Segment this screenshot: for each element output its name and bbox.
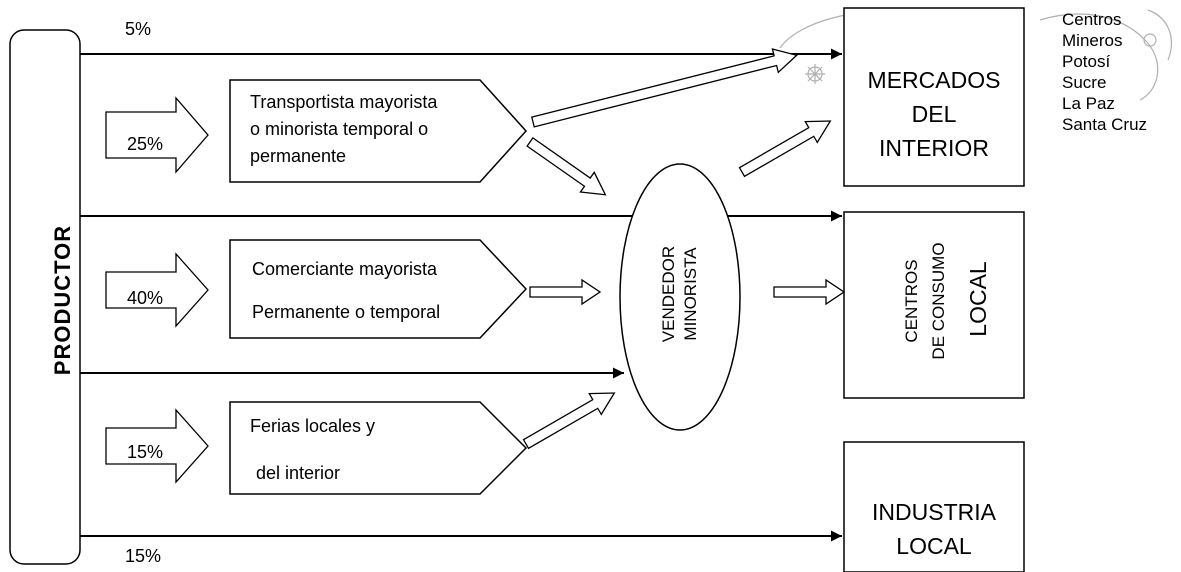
share-commerce-label: 40%: [127, 288, 164, 308]
interior-markets-line-1: MERCADOS: [867, 67, 1001, 93]
local-industry-line-2: LOCAL: [896, 533, 972, 559]
city-list-item: Santa Cruz: [1062, 115, 1148, 134]
fairs-line-2: del interior: [256, 463, 341, 483]
share-arrow-transport: [105, 96, 209, 174]
local-consumption-box: [843, 211, 1025, 399]
local-consumption-line-2: DE CONSUMO: [929, 242, 948, 360]
share-arrow-commerce: [105, 252, 209, 328]
producer-box: [9, 29, 81, 565]
interior-markets-box: [843, 7, 1025, 187]
city-list-item: Mineros: [1062, 31, 1123, 50]
share-arrow-fairs: [105, 408, 209, 484]
commerce-box: [229, 239, 528, 339]
commerce-line-1: Comerciante mayorista: [252, 259, 438, 279]
flow-arrow-commerce-to-retailer: [529, 278, 602, 306]
producer-label: PRODUCTOR: [50, 224, 75, 376]
transport-box: [229, 79, 528, 183]
local-industry-line-1: INDUSTRIA: [872, 499, 996, 525]
retailer-label-line-1: VENDEDOR: [659, 245, 678, 343]
share-top-label: 5%: [125, 19, 152, 39]
city-list-item: Sucre: [1062, 73, 1107, 92]
retailer-label-line-2: MINORISTA: [681, 247, 700, 341]
share-transport-label: 25%: [127, 134, 164, 154]
local-consumption-line-1: CENTROS: [902, 259, 921, 343]
fairs-line-1: Ferias locales y: [250, 416, 376, 436]
local-consumption-line-3: LOCAL: [965, 261, 991, 337]
transport-line-3: permanente: [250, 146, 347, 166]
flow-arrow-retailer-to-local: [773, 278, 846, 306]
interior-markets-line-3: INTERIOR: [879, 135, 989, 161]
city-list-item: La Paz: [1062, 94, 1115, 113]
share-bottom-label: 15%: [125, 546, 162, 566]
commerce-line-2: Permanente o temporal: [252, 302, 441, 322]
share-fairs-label: 15%: [127, 442, 164, 462]
flow-arrow-transport-to-retailer: [526, 136, 607, 196]
flow-arrow-transport-to-interior: [530, 48, 799, 128]
fairs-box: [229, 401, 528, 495]
transport-line-2: o minorista temporal o: [250, 119, 429, 139]
retailer-ellipse: [619, 163, 741, 431]
transport-line-1: Transportista mayorista: [250, 92, 438, 112]
interior-markets-line-2: DEL: [911, 101, 957, 127]
flow-arrow-fairs-to-retailer: [522, 392, 616, 450]
city-list-item: Centros: [1062, 10, 1122, 29]
city-list-item: Potosí: [1062, 52, 1111, 71]
flow-arrow-retailer-to-interior: [738, 120, 832, 178]
local-industry-box: [843, 441, 1025, 572]
